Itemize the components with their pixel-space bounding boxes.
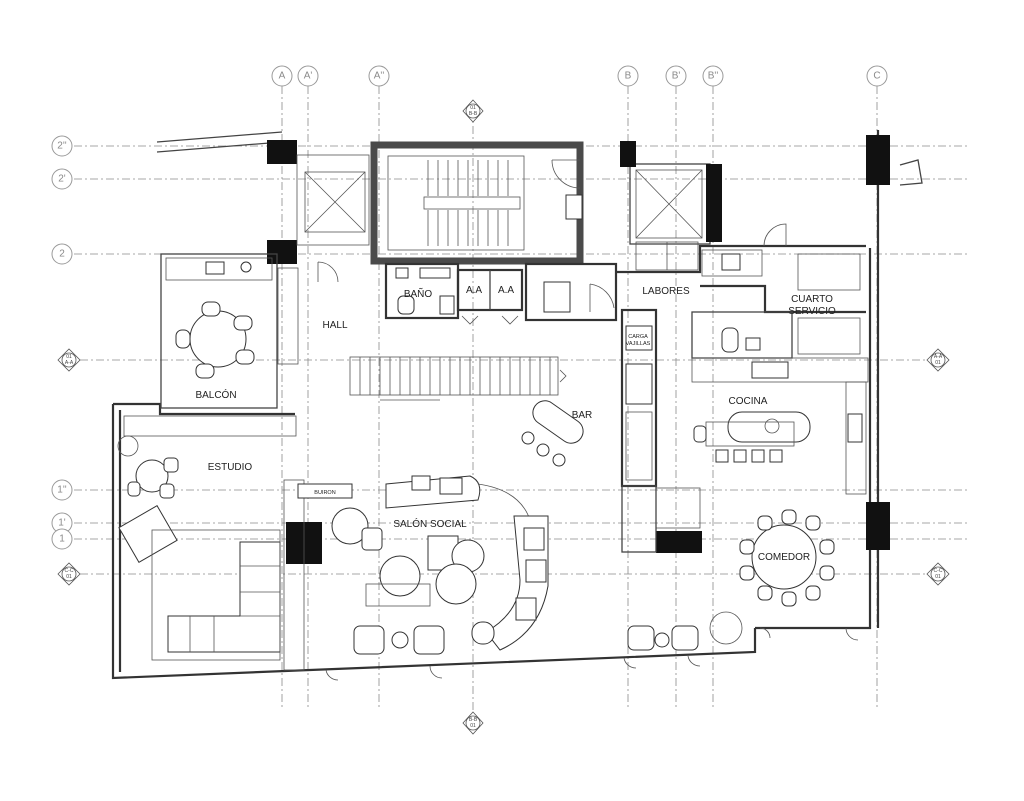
svg-text:A': A' [304,71,313,82]
room-label-salon-social: SALÓN SOCIAL [393,517,467,530]
vajillas-label: VAJILLAS [626,341,651,347]
svg-text:C: C [873,71,880,82]
bar-furniture [521,400,584,467]
cocina-furniture [693,411,811,463]
buiron-unit: BUIRON [297,483,353,499]
svg-text:1: 1 [59,534,65,545]
room-label-labores: LABORES [642,286,690,297]
balcon-area [160,253,299,409]
svg-text:2': 2' [58,174,66,185]
room-label-balcon: BALCÓN [195,388,236,401]
bano-block [384,262,618,325]
buiron-label: BUIRON [314,490,335,496]
service-block [616,223,869,495]
grid-bubble-row-1: 1 [51,528,73,550]
carga-label: CARGA [628,334,648,340]
svg-text:A'': A'' [374,71,385,82]
svg-text:1'': 1'' [57,485,66,496]
room-label-bar: BAR [572,410,593,421]
svg-text:C-C: C-C [934,568,943,574]
entrance-windows [296,154,370,283]
svg-text:01: 01 [935,574,941,580]
facade-doors [325,627,859,681]
svg-text:2'': 2'' [57,141,66,152]
section-marker-right-c: C-C 01 [926,562,950,586]
svg-text:A: A [279,71,286,82]
svg-text:A-A: A-A [934,354,943,360]
svg-text:01: 01 [935,360,941,366]
room-label-comedor: COMEDOR [758,552,810,563]
room-label-aa-2: A.A [498,285,514,296]
section-marker-left-c: C-C 01 [57,562,81,586]
svg-text:01: 01 [66,574,72,580]
section-marker-top: 01 B-B [462,99,484,123]
svg-text:1': 1' [58,518,66,529]
room-label-aa-1: A.A [466,285,482,296]
grid-bubble-col-c: C [866,65,888,87]
svg-text:2: 2 [59,249,65,260]
svg-text:01: 01 [470,105,476,111]
grid-bubble-col-b2: B'' [702,65,724,87]
estudio-area [117,415,305,671]
grid-bubble-col-b: B [617,65,639,87]
grid-bubble-row-1b: 1'' [51,479,73,501]
room-label-servicio: SERVICIO [788,306,836,317]
svg-text:B': B' [672,71,681,82]
grid-bubble-row-2: 2 [51,243,73,265]
room-label-cuarto: CUARTO [791,294,833,305]
bar-cabinets [620,308,701,553]
salon-furniture [331,475,743,655]
section-marker-right-a: A-A 01 [926,348,950,372]
svg-text:B-B: B-B [469,717,478,723]
room-label-cocina: COCINA [729,396,768,407]
svg-text:A-A: A-A [65,360,74,366]
svg-text:B'': B'' [708,71,719,82]
section-marker-bottom: B-B 01 [462,711,484,735]
grid-bubble-row-1a: 1' [51,512,73,534]
comedor-furniture [739,509,835,607]
hall-stairs [349,356,567,401]
room-label-bano: BAÑO [404,287,433,300]
svg-text:B: B [625,71,632,82]
svg-text:C-C: C-C [65,568,74,574]
structural-columns [267,135,890,564]
grid-bubble-col-b1: B' [665,65,687,87]
grid-bubble-col-a2: A'' [368,65,390,87]
svg-text:B-B: B-B [469,111,478,117]
svg-text:01: 01 [470,723,476,729]
grid-bubble-row-2a: 2' [51,168,73,190]
elevator-area [629,163,722,271]
svg-text:01: 01 [66,354,72,360]
grid-bubble-col-a1: A' [297,65,319,87]
room-label-hall: HALL [322,320,347,331]
grid-bubble-row-2b: 2'' [51,135,73,157]
grid-bubble-col-a: A [271,65,293,87]
stair-core [370,141,584,265]
room-label-estudio: ESTUDIO [208,462,253,473]
section-marker-left-a: 01 A-A [57,348,81,372]
